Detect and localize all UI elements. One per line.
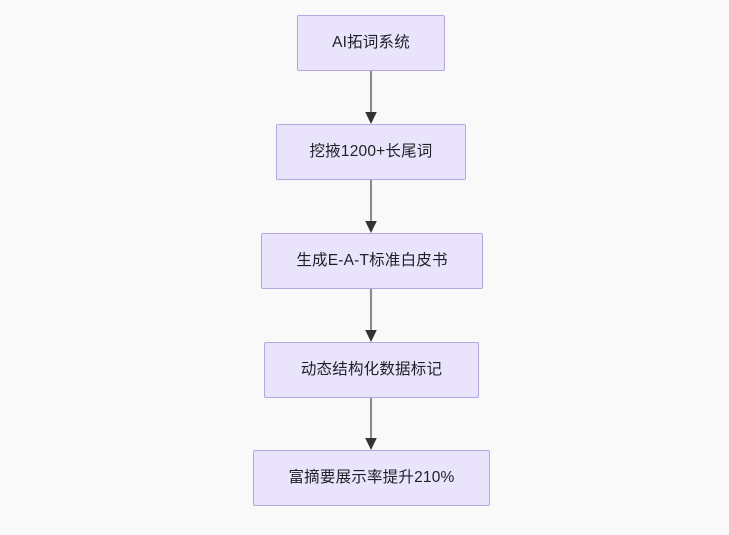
flowchart-node-eat-whitepaper[interactable]: 生成E-A-T标准白皮书: [261, 233, 483, 289]
node-label: AI拓词系统: [332, 34, 410, 52]
edge-n1-n2: [365, 71, 377, 124]
node-label: 动态结构化数据标记: [300, 361, 443, 379]
flowchart-node-rich-snippet-result[interactable]: 富摘要展示率提升210%: [253, 450, 490, 506]
flowchart-node-longtail-keywords[interactable]: 挖掖1200+长尾词: [276, 124, 466, 180]
edge-n2-n3: [365, 180, 377, 233]
node-label: 生成E-A-T标准白皮书: [296, 252, 448, 270]
flowchart-node-ai-keyword-system[interactable]: AI拓词系统: [297, 15, 445, 71]
node-label: 富摘要展示率提升210%: [288, 469, 455, 487]
node-label: 挖掖1200+长尾词: [309, 143, 433, 161]
edge-n4-n5: [365, 398, 377, 450]
flowchart-node-structured-data-markup[interactable]: 动态结构化数据标记: [264, 342, 479, 398]
edge-n3-n4: [365, 289, 377, 342]
